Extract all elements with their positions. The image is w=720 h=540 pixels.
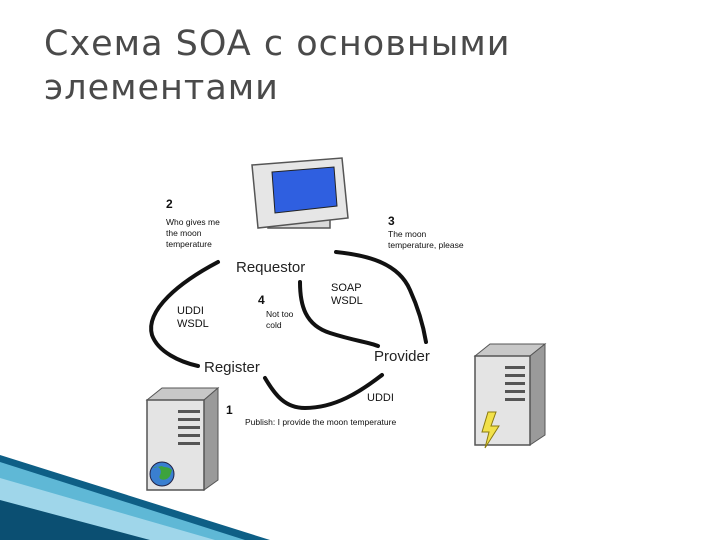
step-2-line-1: Who gives me [166,217,220,227]
step-2-line-2: the moon [166,228,202,238]
step-4-line-1: Not too [266,309,294,319]
step-2-number: 2 [166,197,173,211]
step-1-number: 1 [226,403,233,417]
register-label: Register [204,359,260,376]
server-globe-icon [147,388,218,490]
decorative-stripes [0,455,270,540]
step-1-text: Publish: I provide the moon temperature [245,417,396,427]
computer-monitor-icon [252,158,348,228]
step-4-number: 4 [258,293,265,307]
requestor-label: Requestor [236,259,305,276]
step-2-line-3: temperature [166,239,212,249]
step-3-line-1: The moon [388,229,427,239]
register-provider-link [265,375,382,408]
soap-wsdl-label-line-1: SOAP [331,282,362,294]
server-lightning-icon [475,344,545,448]
soap-wsdl-label-line-2: WSDL [331,295,363,307]
step-4-line-2: cold [266,320,282,330]
uddi-label: UDDI [367,392,394,404]
uddi-wsdl-label-line-1: UDDI [177,305,204,317]
provider-label: Provider [374,348,430,365]
step-3-line-2: temperature, please [388,240,464,250]
uddi-wsdl-label-line-2: WSDL [177,318,209,330]
step-3-number: 3 [388,214,395,228]
